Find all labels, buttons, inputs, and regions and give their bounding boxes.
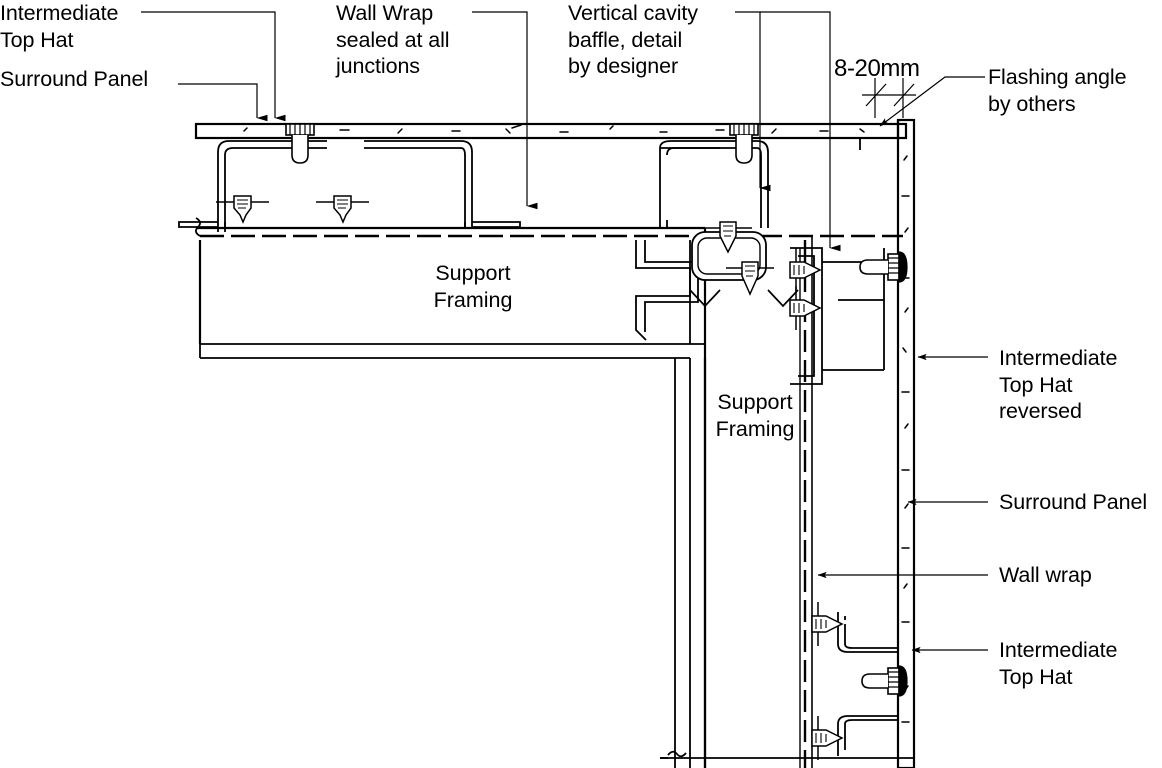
label-support-framing-horizontal: Support Framing [433, 261, 513, 312]
leader-lines [141, 11, 988, 654]
soffit-screw-left [285, 123, 315, 164]
corner-top-hat-reversed [635, 240, 699, 341]
wall-fixing-screws-upper [789, 248, 822, 330]
wall-fixing-screws-lower [811, 602, 844, 760]
corner-kick-profile [689, 289, 799, 308]
soffit-intermediate-top-hat-left [178, 140, 521, 232]
label-wall-wrap-sealed: Wall Wrap sealed at all junctions [336, 1, 450, 78]
label-support-framing-vertical: Support Framing [715, 390, 795, 441]
soffit-intermediate-top-hat-right [659, 140, 769, 228]
soffit-screw-right [729, 123, 759, 164]
label-surround-panel-right: Surround Panel [999, 490, 1148, 514]
vertical-support-framing [667, 358, 707, 768]
label-dimension-8-20mm: 8-20mm [834, 55, 920, 82]
label-intermediate-top-hat-bottom-right: Intermediate Top Hat [999, 638, 1118, 689]
wall-wrap-membrane-vertical [799, 236, 813, 768]
wall-intermediate-top-hat-lower [837, 612, 898, 756]
label-wall-wrap-right: Wall wrap [999, 563, 1092, 587]
label-vertical-cavity-baffle: Vertical cavity baffle, detail by design… [568, 1, 698, 78]
wall-surround-panel [896, 118, 916, 768]
label-flashing-angle: Flashing angle by others [988, 65, 1127, 116]
label-intermediate-top-hat-reversed: Intermediate Top Hat reversed [999, 346, 1118, 423]
label-surround-panel-top-left: Surround Panel [0, 67, 149, 91]
wall-top-hat-reversed-upper [790, 247, 885, 385]
panel-screw-upper [859, 251, 908, 283]
dimension-8-20mm [862, 78, 916, 118]
label-intermediate-top-hat-top-left: Intermediate Top Hat [0, 1, 119, 52]
panel-screw-lower [861, 665, 908, 697]
corner-fixing-screws [704, 221, 774, 296]
soffit-fixing-screws-left [216, 195, 369, 224]
flashing-angle [859, 120, 900, 150]
